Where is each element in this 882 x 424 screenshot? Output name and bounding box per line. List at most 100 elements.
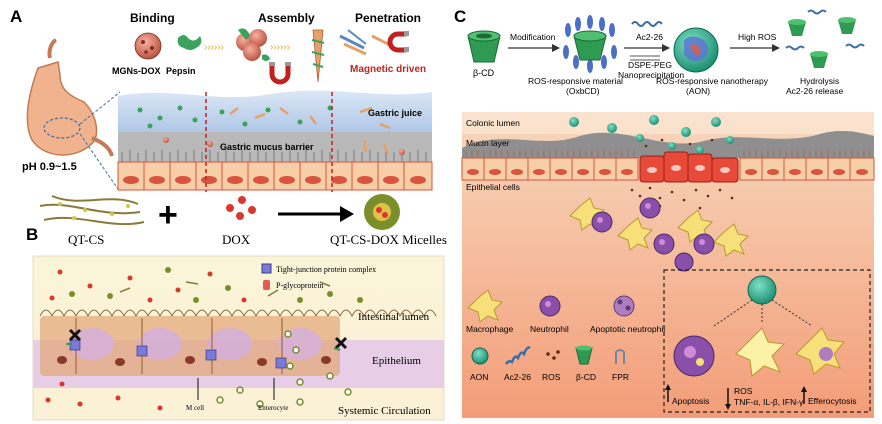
mcell-label: M cell (186, 404, 204, 412)
legend-macrophage: Macrophage (466, 289, 514, 334)
up-arrow-icon-2 (801, 386, 807, 392)
ac226-coil-icon (631, 21, 663, 27)
panel-c: C β-CD Modification ROS-responsive mater… (454, 7, 875, 418)
mucin-label: Mucin layer (466, 138, 510, 148)
circulation-particles (45, 330, 352, 411)
legend-ac226-label: Ac2-26 (504, 372, 531, 382)
legend-pgp-label: P-glycoprotein (276, 281, 324, 290)
pepsin-label: Pepsin (166, 66, 196, 76)
inset-efferocytosis (795, 327, 845, 375)
nanoprecip-label: Nanoprecipitation (618, 70, 684, 80)
stage-binding: Binding (130, 11, 175, 25)
gastric-juice-label: Gastric juice (368, 108, 422, 118)
dox-label: DOX (222, 232, 251, 247)
epithelial-label: Epithelial cells (466, 182, 520, 192)
legend-ros-label: ROS (542, 372, 561, 382)
immune-cells (569, 197, 750, 272)
up-arrow-icon (665, 384, 671, 390)
legend-fpr-label: FPR (612, 372, 629, 382)
legend-macrophage-label: Macrophage (466, 324, 514, 334)
colon-tissue: Colonic lumen Mucin layer Epithelial cel… (461, 112, 875, 418)
zoom-line-top (79, 91, 121, 125)
legend-neutrophil: Neutrophil (530, 295, 569, 334)
stomach-icon (26, 38, 114, 157)
pepsin-icon (177, 35, 202, 50)
mgns-dox-particle (134, 32, 162, 60)
ros-down-label: ROS (734, 386, 753, 396)
magnet-icon (269, 62, 291, 85)
oxbcd-icon (563, 15, 617, 73)
assembly-cluster (236, 28, 270, 61)
stage-penetration: Penetration (355, 11, 421, 25)
dox-molecules (226, 196, 256, 220)
legend-apoptotic: Apoptotic neutrophil (590, 295, 665, 334)
modification-label: Modification (510, 32, 556, 42)
arrow-chevrons-1: ›››››› (204, 42, 224, 53)
oxbcd-label-1: ROS-responsive material (528, 76, 623, 86)
colon-villi (465, 150, 871, 158)
arrow-modification (508, 44, 560, 52)
magnetic-driven-label: Magnetic driven (350, 64, 426, 75)
aon-in-lumen (569, 115, 734, 154)
legend-pgp: P-glycoprotein (263, 280, 324, 290)
panel-b-letter: B (26, 225, 38, 244)
inset-macrophage (735, 327, 786, 377)
ac226-label: Ac2-26 (636, 32, 663, 42)
panel-c-letter: C (454, 7, 466, 26)
legend-ac226: Ac2-26 (504, 346, 531, 382)
inset-aon (747, 275, 777, 305)
qtcs-label: QT-CS (68, 232, 104, 247)
bcd-label: β-CD (473, 68, 495, 78)
high-ros-label: High ROS (738, 32, 777, 42)
mgns-dox-label: MGNs-DOX (112, 66, 161, 76)
mucus-label: Gastric mucus barrier (220, 142, 314, 152)
legend-aon-label: AON (470, 372, 488, 382)
legend-apoptotic-label: Apoptotic neutrophil (590, 324, 665, 334)
efferocytosis-label: Efferocytosis (808, 396, 857, 406)
mechanism-inset: Apoptosis ROS TNF-α, IL-β, IFN-γ Efferoc… (663, 269, 871, 413)
epithelial-cells (117, 161, 433, 191)
legend-aon: AON (470, 347, 489, 382)
aon-label-2: (AON) (686, 86, 710, 96)
dspe-peg-icon (630, 55, 660, 61)
nanochain-icon (311, 29, 325, 83)
legend-tj: Tight-junction protein complex (261, 263, 376, 274)
legend-neutrophil-label: Neutrophil (530, 324, 569, 334)
mgns-in-tissue (163, 137, 405, 155)
lumen-particles (49, 267, 363, 303)
epithelium-label: Epithelium (372, 355, 421, 367)
panel-a: A pH 0.9~1.5 Binding Assembly Penetratio… (10, 7, 433, 193)
micelles-label: QT-CS-DOX Micelles (330, 232, 447, 247)
arrow-high-ros (730, 44, 780, 52)
released-products (785, 9, 865, 68)
release-label: Ac2-26 release (786, 86, 843, 96)
mucin-layer (462, 130, 874, 158)
ph-label: pH 0.9~1.5 (22, 161, 77, 173)
lumen-label: Intestinal lumen (358, 311, 430, 323)
panel-a-letter: A (10, 7, 22, 26)
chains-in-tissue (229, 106, 391, 155)
legend-bcd-label: β-CD (576, 372, 596, 382)
aon-label-1: ROS-responsive nanotherapy (656, 76, 769, 86)
blocked-x-icon (68, 328, 348, 350)
apoptosis-label: Apoptosis (672, 396, 709, 406)
down-arrow-icon (725, 404, 731, 410)
colonic-lumen-label: Colonic lumen (466, 118, 520, 128)
beta-cd-icon (467, 30, 501, 63)
legend-fpr: FPR (612, 349, 629, 382)
legend-bcd: β-CD (575, 345, 596, 382)
panel-b: B QT-CS + DOX QT-CS-DOX Micelles (26, 194, 447, 421)
colon-epithelium (461, 151, 875, 183)
zoom-line-bottom (79, 133, 121, 193)
villi-row (121, 150, 427, 162)
dspe-label: DSPE-PEG (628, 60, 672, 70)
inset-neutrophil (673, 335, 715, 377)
micelle-icon (364, 194, 400, 230)
magnet-icon-2 (387, 31, 409, 53)
aon-particle-icon (673, 27, 719, 73)
swimming-chains (339, 29, 393, 56)
qtcs-dots (58, 202, 130, 220)
ros-dots (630, 138, 734, 210)
circulation-label: Systemic Circulation (338, 405, 431, 417)
